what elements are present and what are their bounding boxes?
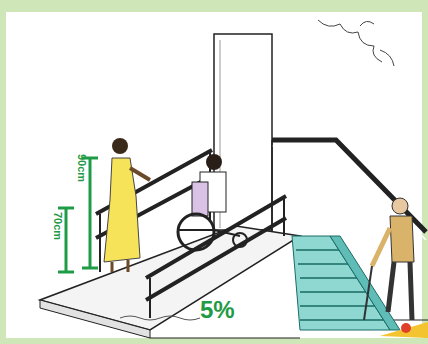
ramp-edge <box>40 300 150 338</box>
corner-marker <box>380 322 428 338</box>
elderly-man <box>364 198 414 320</box>
wall-edge <box>271 140 273 232</box>
ramp-texture <box>120 316 200 320</box>
stairs <box>292 236 400 330</box>
handrail-post <box>100 152 210 272</box>
dimension-label: 70cm <box>52 212 63 240</box>
dimension-label: 90cm <box>76 154 87 182</box>
wheelchair-user <box>178 154 247 250</box>
panel <box>6 12 422 338</box>
tree-outline <box>318 20 394 66</box>
slope-label: 5% <box>200 298 235 322</box>
corner-marker <box>401 323 411 333</box>
woman-figure <box>104 138 150 272</box>
